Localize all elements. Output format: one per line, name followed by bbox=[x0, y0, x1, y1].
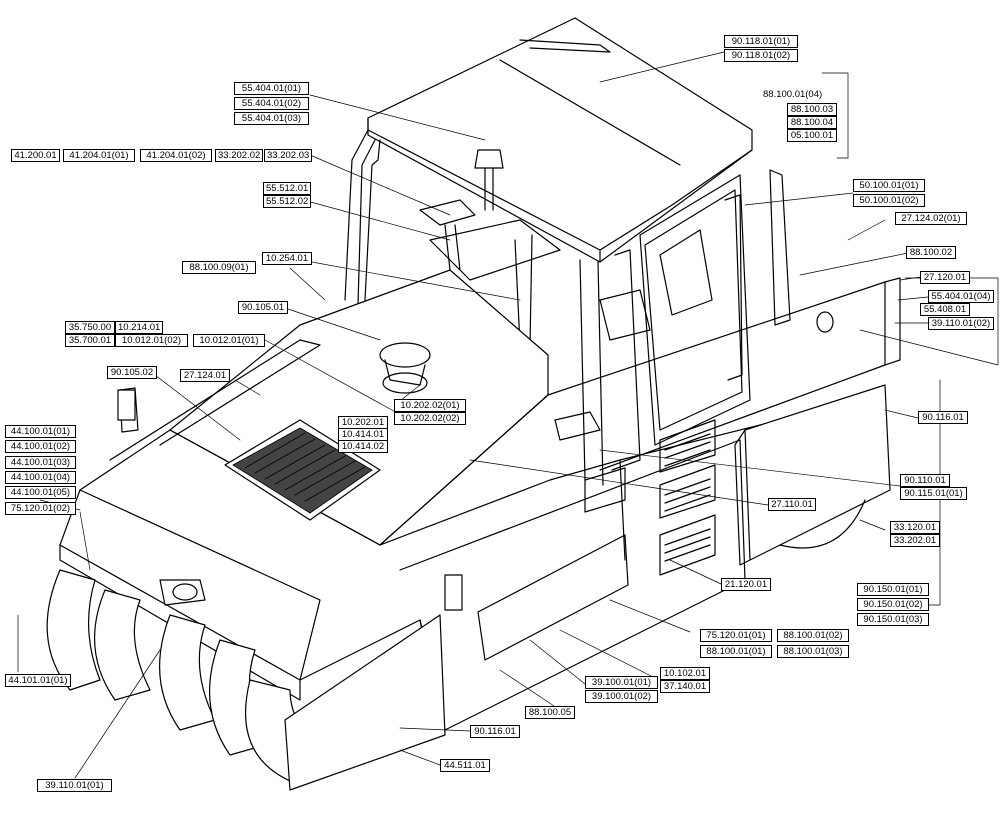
leader-lines bbox=[17, 51, 999, 779]
part-label: 10.414.01 bbox=[338, 428, 388, 441]
part-label: 55.404.01(03) bbox=[234, 112, 309, 125]
part-label: 90.110.01 bbox=[900, 474, 950, 487]
part-label: 88.100.01(03) bbox=[777, 645, 849, 658]
part-label: 41.204.01(02) bbox=[140, 149, 212, 162]
part-label: 33.202.01 bbox=[890, 534, 940, 547]
part-label: 10.012.01(02) bbox=[115, 334, 188, 347]
part-label: 27.124.02(01) bbox=[895, 212, 967, 225]
part-label: 75.120.01(01) bbox=[700, 629, 772, 642]
vent-louvers bbox=[584, 419, 716, 576]
part-label: 50.100.01(01) bbox=[853, 179, 925, 192]
part-label: 88.100.09(01) bbox=[182, 261, 256, 274]
part-label: 55.404.01(01) bbox=[234, 82, 309, 95]
part-label: 41.204.01(01) bbox=[63, 149, 135, 162]
radiator-grille bbox=[232, 427, 373, 514]
part-label: 90.118.01(02) bbox=[724, 49, 798, 62]
part-label: 35.700.01 bbox=[65, 334, 115, 347]
part-label: 39.110.01(01) bbox=[37, 779, 112, 792]
part-label: 33.202.02 bbox=[215, 149, 263, 162]
rear-drum bbox=[734, 277, 901, 566]
part-label: 33.120.01 bbox=[890, 521, 940, 534]
main-chassis bbox=[299, 281, 886, 731]
part-label: 90.115.01(01) bbox=[900, 487, 967, 500]
steering-column bbox=[419, 199, 651, 341]
part-label: 05.100.01 bbox=[787, 129, 837, 142]
side-panel bbox=[477, 534, 629, 661]
part-label: 44.100.01(01) bbox=[5, 425, 76, 438]
part-label: 27.124.01 bbox=[180, 369, 230, 382]
part-label: 10.102.01 bbox=[660, 667, 710, 680]
part-label: 10.202.02(02) bbox=[394, 412, 466, 425]
cab-roof bbox=[367, 17, 753, 263]
part-label: 44.100.01(04) bbox=[5, 471, 76, 484]
part-label: 88.100.02 bbox=[906, 246, 956, 259]
part-label: 75.120.01(02) bbox=[5, 502, 76, 515]
part-label: 33.202.03 bbox=[264, 149, 312, 162]
front-side-cover bbox=[284, 614, 446, 791]
part-label: 88.100.01(04) bbox=[760, 88, 822, 101]
part-label: 55.404.01(02) bbox=[234, 97, 309, 110]
part-label: 27.120.01 bbox=[920, 271, 970, 284]
part-label: 90.105.02 bbox=[107, 366, 157, 379]
part-label: 44.100.01(02) bbox=[5, 440, 76, 453]
part-label: 88.100.01(01) bbox=[700, 645, 772, 658]
mirrors bbox=[117, 389, 463, 611]
part-label: 10.254.01 bbox=[262, 252, 312, 265]
part-label: 27.110.01 bbox=[768, 498, 816, 511]
part-label: 39.110.01(02) bbox=[928, 317, 994, 330]
part-label: 44.511.01 bbox=[440, 759, 490, 772]
part-label: 10.214.01 bbox=[115, 321, 163, 334]
part-label: 90.116.01 bbox=[470, 725, 520, 738]
part-label: 90.118.01(01) bbox=[724, 35, 798, 48]
part-label: 55.408.01 bbox=[920, 303, 970, 316]
part-label: 55.512.02 bbox=[263, 195, 311, 208]
cab-frame bbox=[344, 129, 791, 486]
part-label: 90.150.01(02) bbox=[857, 598, 929, 611]
part-label: 88.100.04 bbox=[787, 116, 837, 129]
part-label: 90.116.01 bbox=[918, 411, 968, 424]
part-label: 50.100.01(02) bbox=[853, 194, 925, 207]
part-label: 44.100.01(03) bbox=[5, 456, 76, 469]
part-label: 10.202.02(01) bbox=[394, 399, 466, 412]
part-label: 10.012.01(01) bbox=[193, 334, 265, 347]
part-label: 90.150.01(03) bbox=[857, 613, 929, 626]
part-label: 35.750.00 bbox=[65, 321, 115, 334]
part-label: 44.101.01(01) bbox=[5, 674, 71, 687]
part-label: 39.100.01(02) bbox=[585, 690, 658, 703]
part-label: 21.120.01 bbox=[721, 578, 771, 591]
part-label: 88.100.03 bbox=[787, 103, 837, 116]
part-label: 55.512.01 bbox=[263, 182, 311, 195]
part-label: 55.404.01(04) bbox=[928, 290, 994, 303]
part-label: 90.105.01 bbox=[238, 301, 288, 314]
part-label: 10.414.02 bbox=[338, 440, 388, 453]
part-label: 44.100.01(05) bbox=[5, 486, 76, 499]
part-label: 37.140.01 bbox=[660, 680, 710, 693]
part-label: 41.200.01 bbox=[11, 149, 60, 162]
part-label: 88.100.01(02) bbox=[777, 629, 849, 642]
part-label: 88.100.05 bbox=[525, 706, 575, 719]
part-label: 39.100.01(01) bbox=[585, 676, 658, 689]
part-label: 90.150.01(01) bbox=[857, 583, 929, 596]
